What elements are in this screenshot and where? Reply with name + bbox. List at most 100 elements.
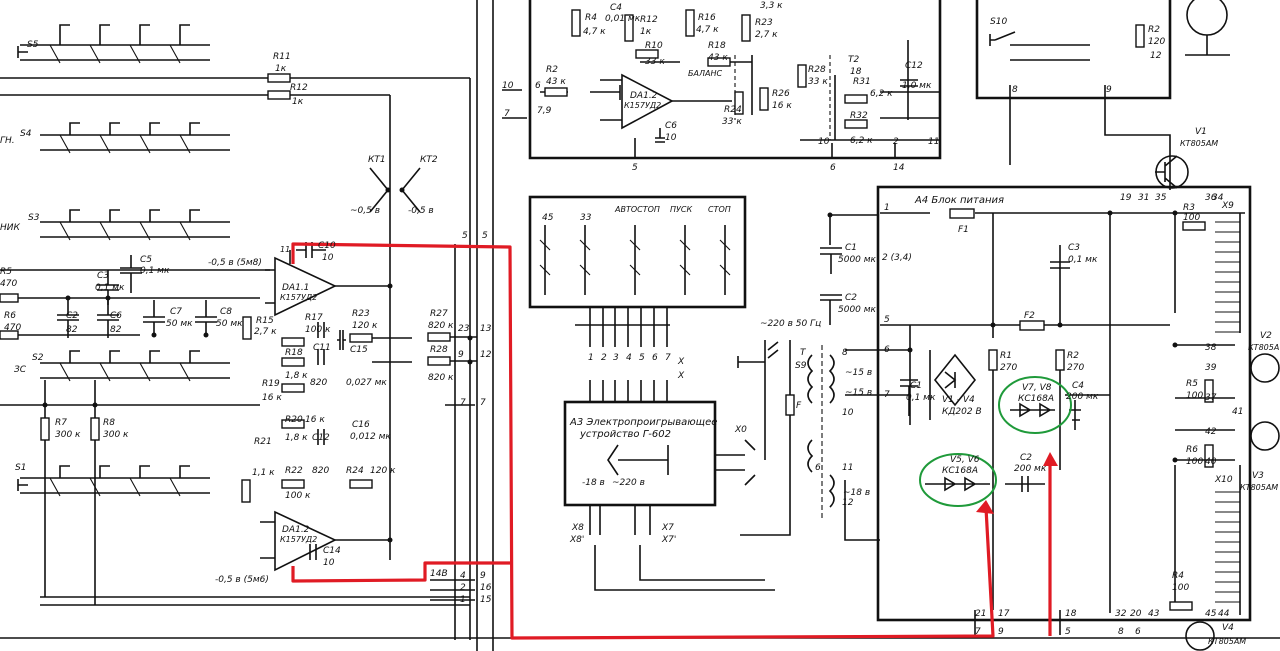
lbl-r1: R1 xyxy=(1000,351,1012,361)
svg-text:10: 10 xyxy=(842,408,854,418)
lbl-r21v: 1,1 к xyxy=(252,468,275,478)
svg-text:13: 13 xyxy=(480,324,492,334)
lbl-r11: R11 xyxy=(273,52,291,62)
svg-text:34: 34 xyxy=(1212,193,1224,203)
lbl-r27: R27 xyxy=(430,309,448,319)
svg-text:5: 5 xyxy=(1065,627,1071,637)
svg-text:20: 20 xyxy=(1130,609,1142,619)
lbl-c6v: 82 xyxy=(110,325,122,335)
lbl-r4: R4 xyxy=(585,13,597,23)
lbl-t15a: ~15 в xyxy=(845,368,872,378)
lbl-c3v: 0,1 мк xyxy=(95,283,125,293)
lbl-stop: СТОП xyxy=(708,205,731,214)
svg-text:35: 35 xyxy=(1155,193,1167,203)
svg-text:7: 7 xyxy=(884,390,890,400)
lbl-c4pv: 200 мк xyxy=(1066,392,1099,402)
lbl-r12: R12 xyxy=(290,83,308,93)
power-supply-block xyxy=(820,155,1280,651)
junction-dots-right xyxy=(827,210,1178,463)
svg-text:11: 11 xyxy=(928,137,939,147)
lbl-r22v: 1,8 к xyxy=(285,433,308,443)
svg-text:X: X xyxy=(677,357,685,367)
green-circle-v5-v6 xyxy=(919,453,997,507)
lbl-c1b: C1 xyxy=(910,381,922,391)
svg-text:7: 7 xyxy=(975,627,981,637)
lbl-s5: S5 xyxy=(27,40,39,50)
lbl-c16v: 0,012 мк xyxy=(350,432,391,442)
svg-text:37: 37 xyxy=(1205,393,1217,403)
lbl-v05b: -0,5 в xyxy=(408,206,434,216)
lbl-c12bv: 1,0 мк xyxy=(902,81,932,91)
lbl-c12b: C12 xyxy=(905,61,923,71)
lbl-c2q: C2 xyxy=(1020,453,1032,463)
lbl-d45: 45 xyxy=(542,213,554,223)
svg-text:21: 21 xyxy=(975,609,986,619)
lbl-r18: R18 xyxy=(285,348,303,358)
lbl-r10: R10 xyxy=(645,41,663,51)
lbl-r32: R32 xyxy=(850,111,868,121)
lbl-x10: Х10 xyxy=(1214,475,1233,485)
lbl-r20: R20 xyxy=(285,415,303,425)
top-center-box xyxy=(502,0,942,160)
lbl-c6b: C6 xyxy=(665,121,677,131)
svg-text:19: 19 xyxy=(1120,193,1132,203)
lbl-v3t: КТ805АМ xyxy=(1240,483,1278,492)
svg-text:39: 39 xyxy=(1205,363,1217,373)
lbl-c3p: C3 xyxy=(1068,243,1080,253)
lbl-c10: C10 xyxy=(318,241,336,251)
red-arrow-right xyxy=(1043,452,1058,466)
svg-text:9: 9 xyxy=(1106,85,1112,95)
lbl-c2v: 82 xyxy=(66,325,78,335)
top-center-resistors xyxy=(544,9,918,129)
lbl-m05-5m6: -0,5 в (5м6) xyxy=(215,575,269,585)
svg-text:12: 12 xyxy=(480,350,492,360)
lbl-c3: C3 xyxy=(97,271,109,281)
lbl-c12v: 820 xyxy=(312,466,329,476)
svg-text:6: 6 xyxy=(535,81,541,91)
lbl-s4: S4 xyxy=(20,129,32,139)
test-points xyxy=(369,167,421,213)
lbl-r24v: 120 к xyxy=(370,466,396,476)
svg-text:6: 6 xyxy=(830,163,836,173)
lbl-r7v: 300 к xyxy=(55,430,81,440)
lbl-kc168a: КС168А xyxy=(1018,394,1054,404)
lbl-r8: R8 xyxy=(103,418,115,428)
lbl-r22b: 100 к xyxy=(285,491,311,501)
lbl-d33: 33 xyxy=(580,213,592,223)
lbl-r15: R15 xyxy=(256,316,274,326)
svg-text:31: 31 xyxy=(1138,193,1149,203)
lbl-r2tv: 120 xyxy=(1148,37,1165,47)
lbl-v12: 12 xyxy=(1150,51,1162,61)
svg-text:4: 4 xyxy=(460,571,466,581)
green-circle-v7-v8 xyxy=(998,376,1072,434)
svg-text:8: 8 xyxy=(1118,627,1124,637)
opamp-da11 xyxy=(265,250,390,317)
lbl-t2: T2 xyxy=(848,55,859,65)
svg-text:7: 7 xyxy=(480,398,486,408)
lbl-c10v: 10 xyxy=(322,253,334,263)
lbl-s10: S10 xyxy=(990,17,1007,27)
svg-text:7: 7 xyxy=(665,353,671,363)
svg-text:10: 10 xyxy=(502,81,514,91)
lbl-r28v: 820 к xyxy=(428,373,454,383)
lbl-14b: 14В xyxy=(430,569,448,579)
lbl-r23: R23 xyxy=(352,309,370,319)
lbl-kd202: КД202 В xyxy=(942,407,982,417)
lbl-c7: C7 xyxy=(170,307,182,317)
lbl-c2: C2 xyxy=(66,311,78,321)
lbl-c5v: 0,1 мк xyxy=(140,266,170,276)
mains-transformer xyxy=(737,340,880,541)
lbl-c12: C12 xyxy=(312,433,330,443)
svg-text:17: 17 xyxy=(998,609,1010,619)
lbl-zs: ЗС xyxy=(14,365,27,375)
lbl-t18: ~18 в xyxy=(843,488,870,498)
lbl-c5: C5 xyxy=(140,255,152,265)
svg-text:44: 44 xyxy=(1218,609,1230,619)
lbl-da12bt: К157УД2 xyxy=(624,101,661,110)
svg-text:42: 42 xyxy=(1205,427,1217,437)
svg-text:9: 9 xyxy=(480,571,486,581)
lbl-m18: -18 в xyxy=(582,478,605,488)
lbl-v7v8: V7, V8 xyxy=(1022,383,1052,393)
lbl-avtostop: АВТОСТОП xyxy=(614,205,660,214)
lbl-c4v: 0,01 мк xyxy=(605,14,641,24)
